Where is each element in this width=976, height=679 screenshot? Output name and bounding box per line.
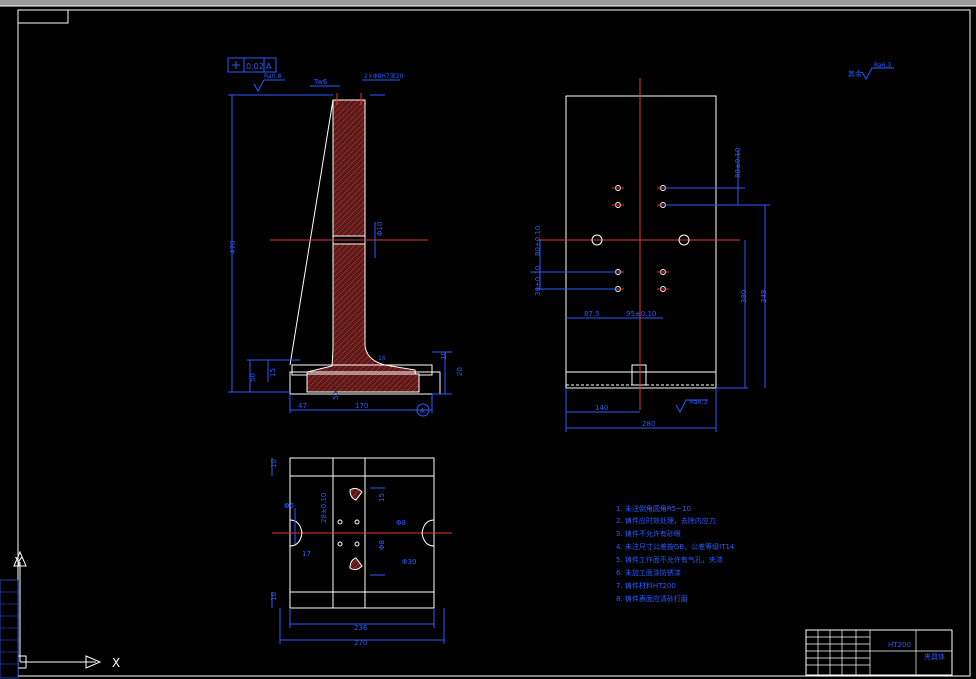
- dim-c-17: 17: [302, 550, 311, 558]
- dim-c-270: 270: [354, 639, 367, 647]
- dim-140: 140: [595, 404, 608, 412]
- dim-c-10a: 10: [270, 459, 278, 468]
- view-c-dimlines: [271, 458, 445, 644]
- note-6: 6. 未加工面涂防锈漆: [616, 568, 681, 577]
- note-4: 4. 未注尺寸公差按GB，公差等级IT14: [616, 542, 735, 551]
- datum-a-label: A: [420, 407, 425, 415]
- tolerance-value: 0.02: [246, 62, 264, 71]
- top-band-lower: [289, 591, 435, 609]
- note-7: 7. 铸件材料HT200: [616, 581, 676, 590]
- window-top-bar: [0, 0, 976, 6]
- dim-95: 95±0.10: [626, 310, 656, 318]
- dim-c-28: 28±0.10: [320, 493, 328, 523]
- dim-80a: 80±0.10: [734, 148, 742, 178]
- base-plate: [289, 371, 441, 395]
- corner-roughness-symbol: [861, 67, 894, 81]
- tolerance-datum: A: [266, 62, 272, 71]
- view-a-section: 0.02 A Ra0.8 A Tw6 2×Φ8H7深20 470 Φ10 50 …: [227, 57, 464, 417]
- taper-line: [289, 99, 334, 366]
- corner-roughness-note: 其余 Ra6.3: [848, 62, 894, 81]
- title-block: HT200 夹具体: [805, 629, 953, 676]
- column-section: [306, 99, 419, 393]
- corner-roughness-label: 其余: [848, 69, 862, 78]
- dim-c-15: 15: [378, 493, 386, 502]
- technical-notes: 1. 未注倒角圆角R5~10 2. 铸件应时效处理，去除内应力 3. 铸件不允许…: [616, 504, 735, 603]
- dim-base-50: 50: [249, 373, 257, 382]
- dim-c-30: Φ30: [402, 558, 416, 566]
- dim-380: 380: [740, 290, 748, 303]
- left-revision-table: [0, 579, 19, 679]
- revision-table-lines: [0, 591, 18, 665]
- plate-key: [631, 364, 647, 386]
- dim-c-8b: Φ8: [378, 540, 386, 550]
- boss-upper: [349, 487, 363, 501]
- dim-top1: Tw6: [313, 78, 328, 86]
- view-b-dimlines: [530, 150, 770, 432]
- note-8: 8. 铸件表面应清砂打磨: [616, 594, 688, 603]
- frame-corner-box: [17, 9, 69, 24]
- dim-c-8a: Φ8: [396, 519, 406, 527]
- ucs-y-arrow: [13, 550, 27, 567]
- dim-348: 348: [760, 290, 768, 303]
- revision-table-frame: [0, 579, 19, 679]
- dim-87: 87.5: [584, 310, 600, 318]
- dim-c-6: Φ6: [284, 502, 295, 510]
- dim-280: 280: [642, 420, 655, 428]
- title-name: 夹具体: [924, 652, 945, 661]
- dim-base-170: 170: [355, 402, 368, 410]
- dim-height-470: 470: [229, 241, 237, 254]
- view-b-front: Ra6.3 80±0.10 80±0.10 30±0.10 87.5 95±0.…: [530, 78, 770, 432]
- dim-base-15: 15: [269, 368, 277, 377]
- note-5: 5. 铸件工作面不允许有气孔，夹渣: [616, 555, 723, 564]
- dim-top2: 2×Φ8H7深20: [364, 72, 404, 80]
- dim-mark-16: 16: [378, 355, 386, 362]
- slot-right: [421, 519, 435, 547]
- drawing-frame: [17, 9, 971, 677]
- top-band-upper: [289, 457, 435, 477]
- top-holes: [337, 519, 360, 547]
- plate-outline: [565, 95, 717, 389]
- dim-30: 30±0.10: [534, 266, 542, 296]
- boss-lower: [349, 557, 363, 571]
- dim-80b: 80±0.10: [534, 226, 542, 256]
- roughness-symbol-b: [675, 399, 708, 414]
- ucs-x-arrow: [85, 655, 102, 669]
- title-block-grid: [806, 630, 952, 675]
- tolerance-frame: 0.02 A: [227, 57, 277, 73]
- dim-base-20: 20: [456, 367, 464, 376]
- corner-roughness-value: Ra6.3: [874, 62, 891, 69]
- title-material: HT200: [888, 641, 911, 649]
- dim-base-50b: 50: [332, 391, 340, 400]
- view-c-top: 10 Φ6 28±0.10 17 15 Φ8 Φ8 Φ30 10 236 270: [270, 457, 452, 647]
- note-3: 3. 铸件不允许有砂眼: [616, 529, 681, 538]
- roughness-symbol-a: [253, 79, 285, 93]
- dim-mid: Φ10: [376, 222, 384, 236]
- datum-a-circle: [416, 403, 430, 417]
- view-a-dimlines: [228, 79, 452, 413]
- title-block-frame: [805, 629, 953, 676]
- dim-base-10: 10: [440, 351, 448, 360]
- ucs-x-label: X: [112, 656, 120, 670]
- dim-c-236: 236: [354, 624, 368, 632]
- note-1: 1. 未注倒角圆角R5~10: [616, 504, 691, 513]
- note-2: 2. 铸件应时效处理，去除内应力: [616, 516, 716, 525]
- surface-b: Ra6.3: [690, 399, 707, 406]
- base-hatch: [306, 373, 420, 393]
- dim-c-10b: 10: [270, 592, 278, 601]
- ucs-icon: Y X: [13, 550, 120, 670]
- ucs-y-label: Y: [14, 555, 23, 569]
- roughness-value-a: Ra0.8: [264, 73, 281, 80]
- dim-base-47: 47: [298, 402, 307, 410]
